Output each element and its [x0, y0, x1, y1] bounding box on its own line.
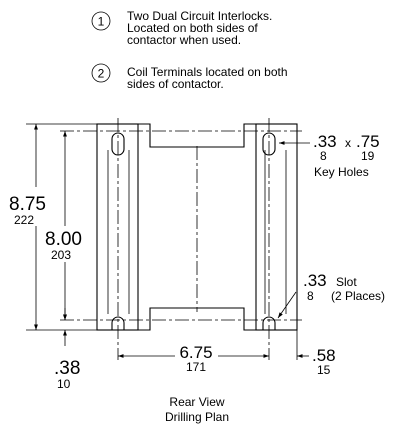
key-hole-width-in: .33: [313, 132, 337, 151]
note-1-circle: [91, 11, 111, 31]
left-mounting-rail: [96, 123, 139, 331]
hole-spacing-h-mm: 171: [186, 360, 206, 374]
overall-height-in: 8.75: [9, 194, 46, 215]
bottom-offset-mm: 10: [57, 377, 71, 391]
key-hole-width-mm: 8: [320, 149, 327, 163]
slot-width-mm: 8: [307, 289, 314, 303]
side-offset-mm: 15: [317, 363, 331, 377]
note-2-number: 2: [98, 67, 105, 81]
note-1-line-1: Two Dual Circuit Interlocks.: [127, 9, 272, 23]
left-slot: [111, 316, 125, 330]
hole-spacing-h-in: 6.75: [179, 343, 212, 362]
bottom-offset-in: .38: [54, 358, 80, 379]
key-hole-times: x: [345, 136, 351, 150]
centerlines: [60, 118, 302, 360]
note-2: 2 Coil Terminals located on both sides o…: [91, 63, 288, 91]
right-slot: [262, 316, 276, 330]
right-key-hole: [262, 132, 276, 156]
key-holes: [111, 132, 276, 156]
slot-label: Slot: [336, 275, 357, 289]
note-1-line-3: contactor when used.: [127, 33, 241, 47]
slot-width-in: .33: [303, 271, 327, 290]
left-key-hole: [111, 132, 125, 156]
slot-places: (2 Places): [331, 289, 385, 303]
hole-spacing-v-mm: 203: [51, 248, 71, 262]
caption-line-2: Drilling Plan: [165, 410, 229, 424]
hole-spacing-v-in: 8.00: [45, 229, 82, 250]
note-1: 1 Two Dual Circuit Interlocks. Located o…: [91, 9, 272, 47]
right-mounting-rail: [255, 123, 298, 331]
note-1-line-2: Located on both sides of: [127, 21, 258, 35]
slot-leader: [277, 291, 297, 319]
key-hole-label: Key Holes: [314, 165, 369, 179]
overall-height-mm: 222: [14, 213, 34, 227]
key-hole-height-in: .75: [356, 132, 380, 151]
slots: [111, 316, 276, 330]
note-2-circle: [91, 63, 111, 83]
note-2-line-1: Coil Terminals located on both: [127, 65, 288, 79]
key-hole-height-mm: 19: [361, 149, 375, 163]
note-2-line-2: sides of contactor.: [127, 77, 224, 91]
caption-line-1: Rear View: [169, 395, 224, 409]
side-offset-in: .58: [312, 346, 336, 365]
note-1-number: 1: [98, 15, 105, 29]
top-cross-member: [138, 123, 256, 148]
